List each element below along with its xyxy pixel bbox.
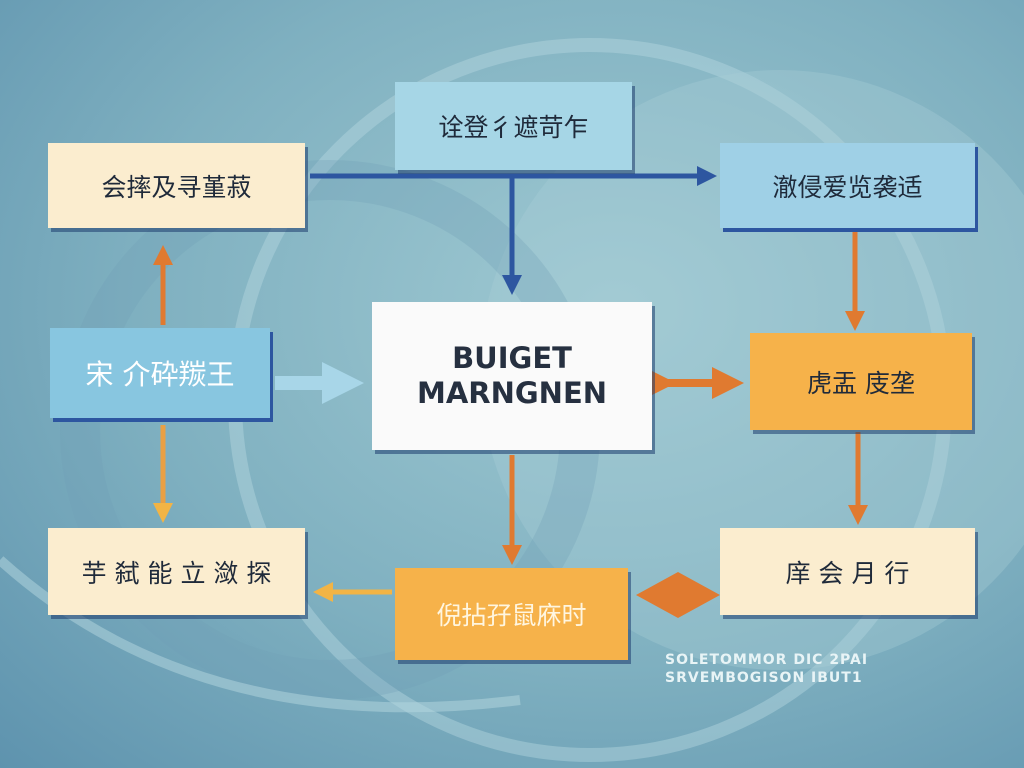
node-label: 虎盂 庋垄	[807, 368, 915, 398]
diamond-connector	[636, 572, 720, 618]
node-label: 会摔及寻堇菽	[101, 172, 252, 202]
node-top-right: 澈侵爱览袭适	[720, 143, 975, 228]
node-mid-left: 宋 介砕羰王	[50, 328, 270, 418]
node-label: 宋 介砕羰王	[85, 358, 235, 391]
node-label: 诠登彳遮苛乍	[438, 113, 589, 142]
footer-line1: SOLETOMMOR DIC 2PAI	[665, 652, 869, 668]
center-title-line2: MARNGNEN	[416, 376, 608, 410]
node-mid-right: 虎盂 庋垄	[750, 333, 972, 430]
node-bottom-center: 倪拈孖鼠庥时	[395, 568, 628, 660]
node-bottom-right: 庠 会 月 行	[720, 528, 975, 615]
footer-line2: SRVEMBOGISON IBUT1	[665, 669, 863, 686]
node-top-left: 会摔及寻堇菽	[48, 143, 305, 228]
node-label: 澈侵爱览袭适	[772, 172, 923, 202]
node-label: 倪拈孖鼠庥时	[436, 601, 587, 630]
node-label: 庠 会 月 行	[785, 558, 910, 588]
node-label: 芋 弑 能 立 潋 探	[81, 558, 272, 588]
footer-caption: SOLETOMMOR DIC 2PAI SRVEMBOGISON IBUT1	[665, 652, 868, 687]
node-top-center: 诠登彳遮苛乍	[395, 82, 632, 170]
center-title-line1: BUIGET	[452, 341, 572, 376]
node-bottom-left: 芋 弑 能 立 潋 探	[48, 528, 305, 615]
